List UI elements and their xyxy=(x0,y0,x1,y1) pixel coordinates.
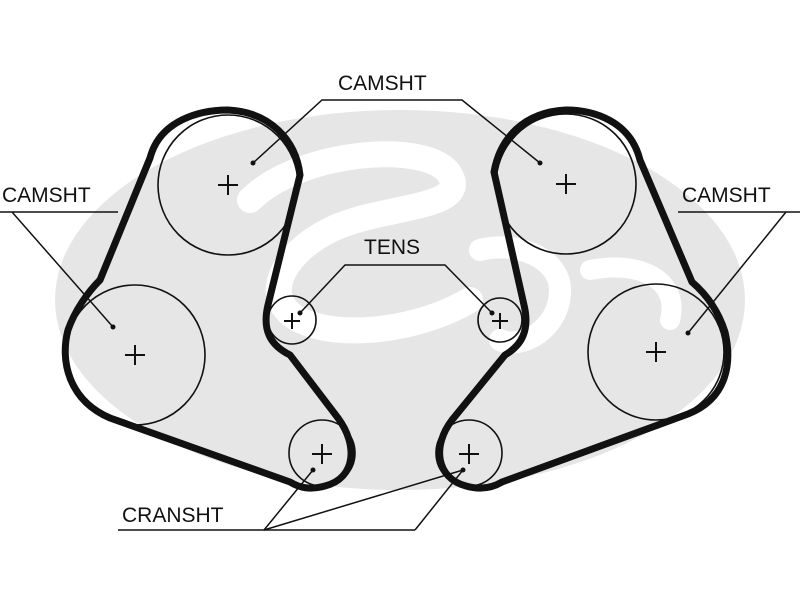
camshaft-right-label: CAMSHT xyxy=(682,184,771,207)
left-timing-belt xyxy=(61,106,355,492)
leader-lines xyxy=(0,99,800,531)
center-markers xyxy=(125,174,666,464)
right-tensioner-pulley xyxy=(477,297,523,343)
right-timing-belt xyxy=(436,106,732,492)
tensioner-label: TENS xyxy=(364,236,420,259)
camshaft-left-label: CAMSHT xyxy=(2,184,91,207)
crankshaft-label: CRANSHT xyxy=(122,504,224,527)
camshaft-top-label: CAMSHT xyxy=(338,72,427,95)
right-camshaft-lower-pulley xyxy=(587,283,725,421)
watermark-logo xyxy=(55,110,745,490)
